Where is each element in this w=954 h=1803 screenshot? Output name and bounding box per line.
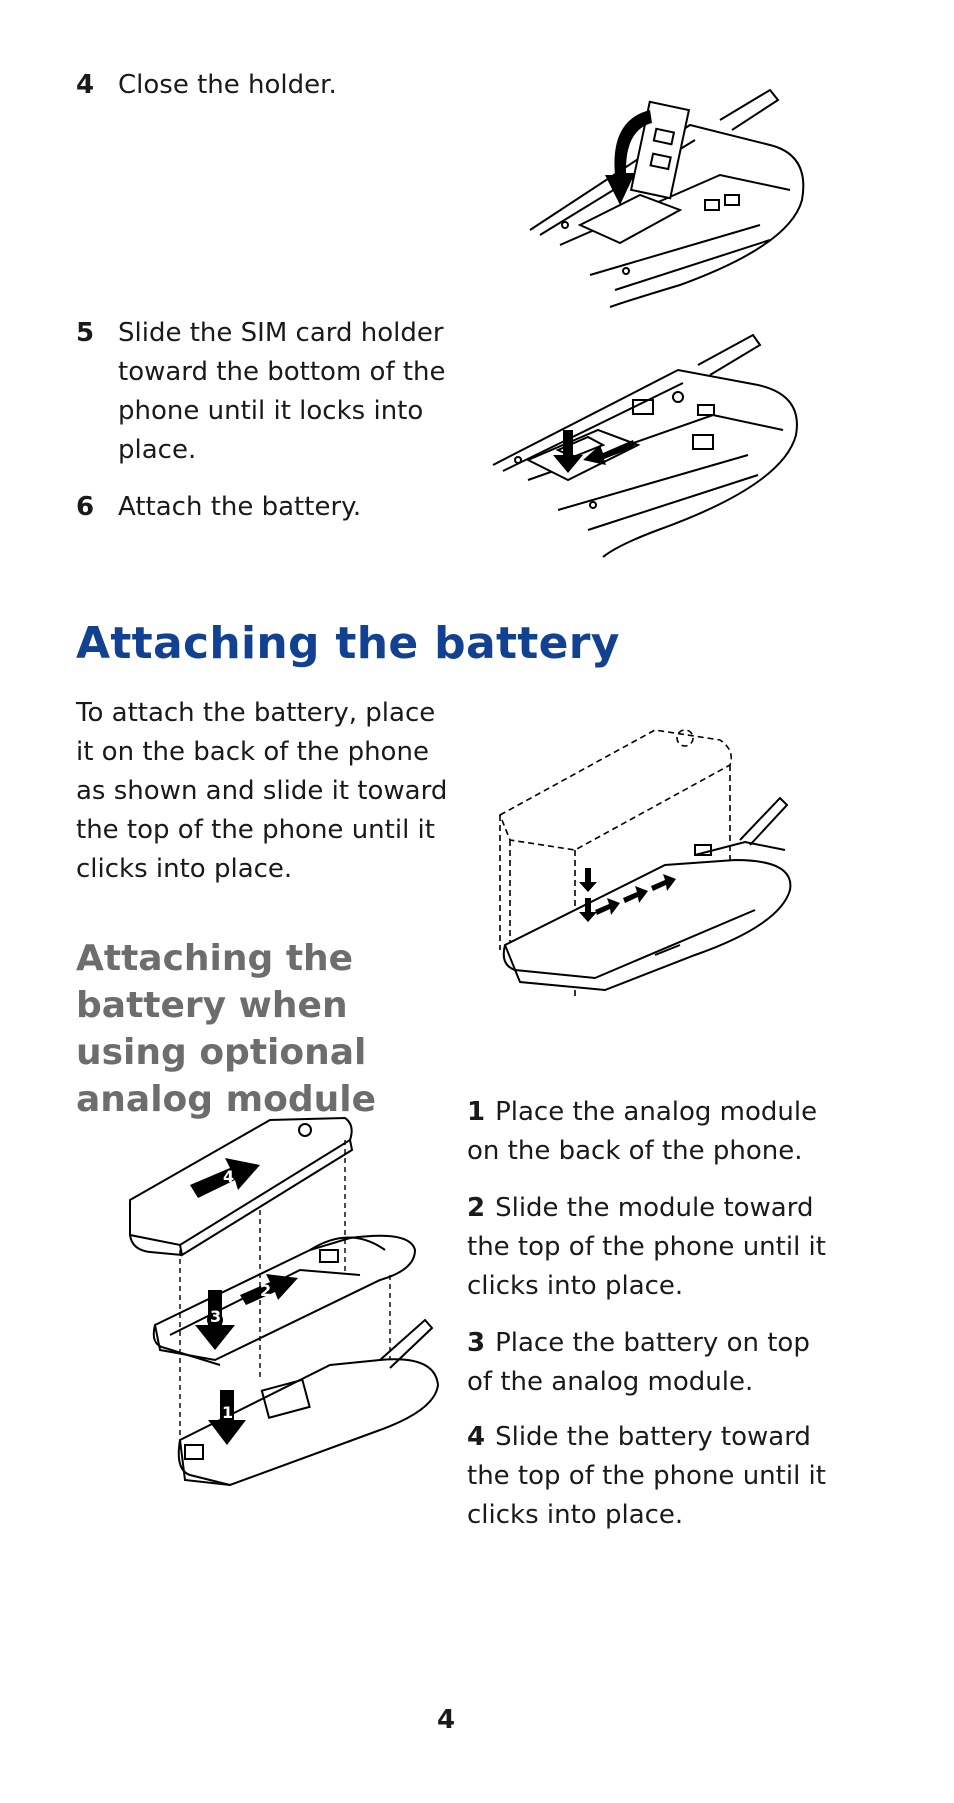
step-6: 6 Attach the battery. (76, 488, 456, 528)
analog-module-figure: 4 3 2 1 (129, 1116, 440, 1487)
callout-4: 4 (223, 1167, 234, 1186)
step-number: 4 (76, 70, 95, 100)
step-number: 6 (76, 492, 95, 522)
step-text: Place the analog module on the back of t… (467, 1097, 818, 1166)
step-text: Place the battery on top of the analog m… (467, 1328, 810, 1397)
step-number: 2 (467, 1193, 486, 1223)
section-body: To attach the battery, place it on the b… (76, 698, 448, 884)
callout-1: 1 (222, 1403, 233, 1422)
step-5: 5 Slide the SIM card holder toward the b… (76, 314, 456, 474)
step-text: Slide the battery toward the top of the … (467, 1422, 826, 1530)
attach-battery-figure (498, 729, 792, 1000)
callout-3: 3 (210, 1307, 221, 1326)
slide-sim-holder-figure (492, 333, 798, 558)
step-number: 3 (467, 1328, 486, 1358)
step-number: 1 (467, 1097, 486, 1127)
step-text: Attach the battery. (118, 492, 362, 522)
step-number: 5 (76, 318, 95, 348)
close-holder-figure (529, 88, 805, 308)
section-title: Attaching the battery (76, 618, 620, 669)
step-text: Slide the module toward the top of the p… (467, 1193, 826, 1301)
step-4: 4 Close the holder. (76, 66, 476, 106)
subsection-title: Attaching the battery when using optiona… (76, 938, 376, 1120)
step-number: 4 (467, 1422, 486, 1452)
page-number: 4 (437, 1705, 456, 1735)
step-text: Close the holder. (118, 70, 337, 100)
callout-2: 2 (260, 1281, 271, 1300)
step-text: Slide the SIM card holder toward the bot… (118, 318, 446, 465)
